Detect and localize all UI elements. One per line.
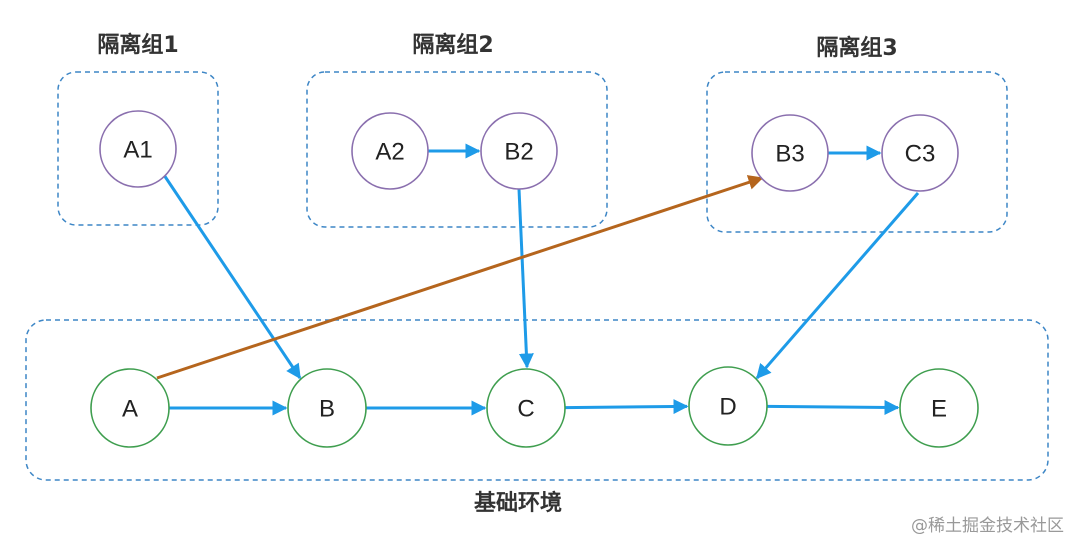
node-a1-label: A1 — [123, 137, 152, 164]
base-environment-label: 基础环境 — [474, 490, 562, 516]
node-b3-label: B3 — [775, 141, 804, 168]
node-b2-circle — [480, 112, 558, 190]
node-c3-circle — [881, 114, 959, 192]
node-a1: A1 — [99, 110, 177, 188]
node-a2-circle — [351, 112, 429, 190]
node-c3-label: C3 — [905, 141, 936, 168]
node-c: C — [486, 368, 566, 448]
node-c3: C3 — [881, 114, 959, 192]
edge-d-to-e-arrow — [766, 399, 900, 415]
isolation-group-3-label: 隔离组3 — [816, 35, 897, 61]
edge-c-to-d-arrow — [564, 399, 689, 415]
isolation-group-2-label: 隔离组2 — [412, 32, 493, 58]
node-b-circle — [287, 368, 367, 448]
isolation-group-1-label: 隔离组1 — [97, 32, 178, 58]
node-a1-circle — [99, 110, 177, 188]
node-b2-label: B2 — [504, 139, 533, 166]
edge-b2-to-c-arrow — [517, 188, 534, 369]
node-c-circle — [486, 368, 566, 448]
node-e-circle — [899, 368, 979, 448]
node-c-label: C — [517, 396, 534, 423]
node-b: B — [287, 368, 367, 448]
node-d: D — [688, 366, 768, 446]
node-b3-circle — [751, 114, 829, 192]
isolation-group-1-box — [57, 71, 219, 226]
node-e: E — [899, 368, 979, 448]
watermark-text: @稀土掘金技术社区 — [911, 516, 1064, 536]
edge-a1-to-b-arrow — [162, 174, 302, 380]
node-a2-label: A2 — [375, 139, 404, 166]
node-b3: B3 — [751, 114, 829, 192]
edges-layer — [156, 143, 920, 416]
isolation-group-3-box — [706, 71, 1008, 233]
node-a: A — [90, 368, 170, 448]
node-b-label: B — [319, 396, 335, 423]
node-d-circle — [688, 366, 768, 446]
node-a2: A2 — [351, 112, 429, 190]
node-a-label: A — [122, 396, 138, 423]
node-b2: B2 — [480, 112, 558, 190]
node-d-label: D — [719, 394, 736, 421]
edge-a-to-b3-arrow — [156, 175, 764, 380]
node-e-label: E — [931, 396, 947, 423]
base-environment-box — [25, 319, 1049, 481]
node-a-circle — [90, 368, 170, 448]
isolation-group-2-box — [306, 71, 608, 228]
edge-c3-to-d-arrow — [755, 192, 920, 380]
